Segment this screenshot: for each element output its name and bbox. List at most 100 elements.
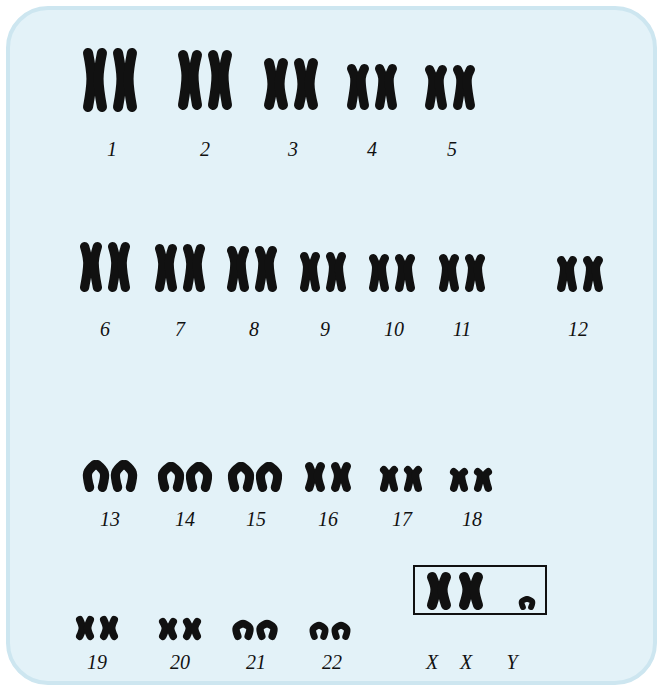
chromatid	[162, 467, 169, 488]
chromosome-number: 19	[87, 651, 107, 673]
chromatid	[432, 577, 435, 605]
chromatid	[213, 55, 216, 105]
chromatid	[270, 467, 277, 488]
chromatid	[224, 55, 227, 105]
chromatid	[382, 258, 385, 288]
chromatid	[118, 53, 121, 107]
chromatid	[113, 247, 116, 288]
chromatid	[244, 624, 250, 636]
chromatid	[172, 467, 179, 488]
chromatid	[528, 599, 532, 607]
chromatid	[104, 620, 107, 636]
sex-chromosome-box	[414, 566, 546, 614]
chromatid	[486, 472, 489, 488]
chromosome-number: 16	[318, 508, 338, 530]
chromosome-number: 22	[322, 651, 342, 673]
chromosome-set	[80, 53, 599, 637]
chromatid	[452, 258, 455, 288]
chromatid	[475, 577, 478, 605]
chromatid	[268, 624, 274, 636]
chromatid	[570, 260, 573, 288]
chromatid	[87, 465, 94, 488]
chromosome-number: Y	[506, 651, 517, 673]
chromatid	[85, 247, 88, 288]
chromatid	[443, 577, 446, 605]
background-panel	[8, 8, 655, 683]
chromatid	[342, 625, 347, 636]
chromatid	[260, 251, 263, 288]
chromatid	[339, 256, 342, 288]
chromosome-number: 8	[249, 318, 259, 340]
chromatid	[408, 258, 411, 288]
chromatid	[122, 247, 125, 288]
chromatid	[88, 620, 91, 636]
chromatid	[195, 622, 198, 636]
chromatid	[352, 69, 355, 106]
chromatid	[197, 249, 200, 288]
chromosome-number: X	[460, 651, 472, 673]
chromatid	[112, 620, 115, 636]
chromatid	[399, 258, 402, 288]
chromosome-number: 18	[462, 508, 482, 530]
chromatid	[194, 55, 197, 105]
chromatid	[392, 470, 395, 488]
chromatid	[115, 465, 122, 488]
chromatid	[260, 467, 267, 488]
chromatid	[389, 69, 392, 106]
chromosome-number: X	[426, 651, 438, 673]
chromatid	[97, 465, 104, 488]
chromatid	[313, 256, 316, 288]
chromatid	[561, 260, 564, 288]
chromatid	[183, 55, 186, 105]
chromatid	[129, 53, 132, 107]
chromatid	[187, 622, 190, 636]
chromatid	[232, 467, 239, 488]
chromosome-number: 21	[246, 651, 266, 673]
chromatid	[373, 258, 376, 288]
chromatid	[171, 622, 174, 636]
chromosome-number: 11	[453, 318, 472, 340]
chromosome-number: 20	[170, 651, 190, 673]
chromatid	[269, 63, 272, 105]
chromatid	[439, 70, 442, 106]
chromatid	[587, 260, 590, 288]
chromosome-number: 9	[320, 318, 330, 340]
chromosome-number: 3	[288, 138, 298, 160]
chromatid	[469, 258, 472, 288]
chromatid	[269, 251, 272, 288]
chromosome-number: 17	[392, 508, 412, 530]
chromatid	[80, 620, 83, 636]
chromatid	[596, 260, 599, 288]
chromatid	[320, 625, 325, 636]
chromatid	[163, 622, 166, 636]
chromatid	[169, 249, 172, 288]
chromatid	[88, 53, 91, 107]
chromatid	[443, 258, 446, 288]
chromosome-number: 15	[246, 508, 266, 530]
chromatid	[380, 69, 383, 106]
chromosome-number: 12	[568, 318, 588, 340]
chromatid	[190, 467, 197, 488]
chromatid	[416, 470, 419, 488]
chromosome-number: 1	[107, 138, 117, 160]
chromatid	[318, 466, 321, 488]
chromatid	[242, 467, 249, 488]
chromatid	[458, 70, 461, 106]
chromatid	[310, 63, 313, 105]
chromatid	[361, 69, 364, 106]
chromatid	[462, 472, 465, 488]
chromatid	[344, 466, 347, 488]
chromatid	[478, 258, 481, 288]
chromatid	[335, 466, 338, 488]
chromatid	[188, 249, 191, 288]
chromatid	[200, 467, 207, 488]
chromosome-number: 14	[175, 508, 195, 530]
chromosome-number: 7	[175, 318, 185, 340]
chromatid	[454, 472, 457, 488]
chromatid	[304, 256, 307, 288]
chromatid	[478, 472, 481, 488]
chromatid	[408, 470, 411, 488]
chromosome-number: 13	[100, 508, 120, 530]
chromatid	[384, 470, 387, 488]
